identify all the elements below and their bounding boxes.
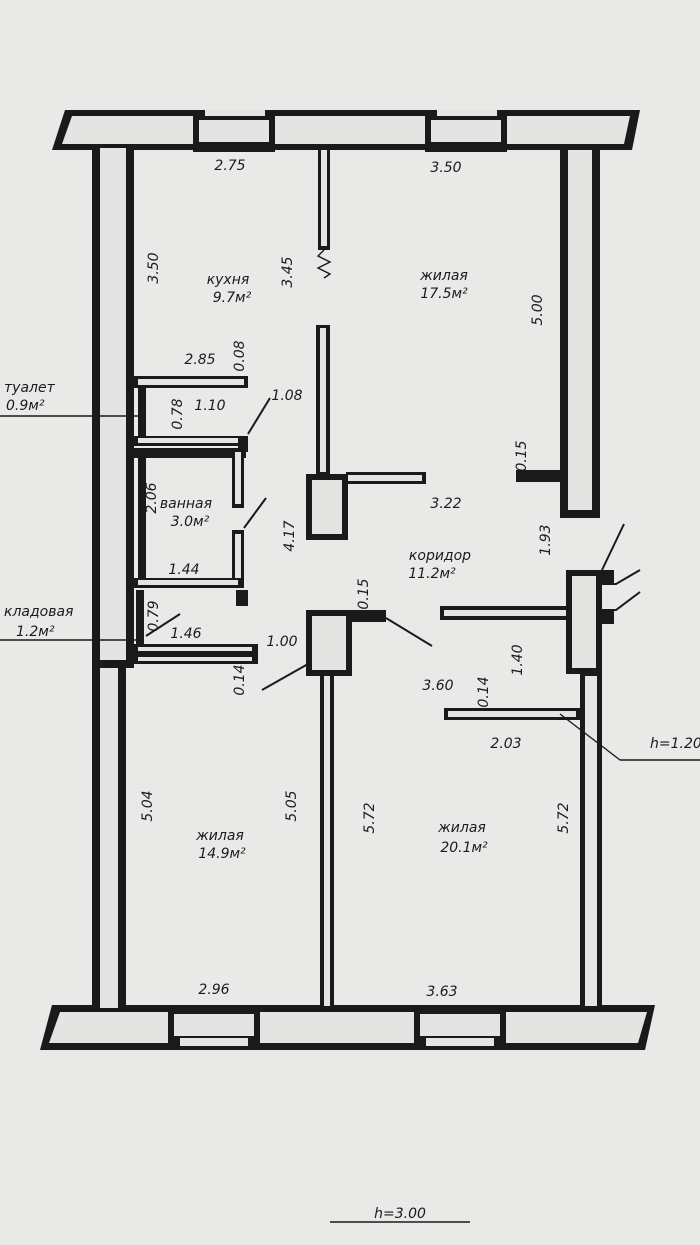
dim-toilet-height: 0.78 [170, 398, 186, 429]
dim-living-top-right: 5.00 [530, 294, 546, 325]
room-name-storage: кладовая [4, 604, 73, 620]
room-name-bathroom: ванная [160, 496, 212, 512]
dim-corridor-mid: 3.60 [422, 678, 453, 694]
dim-right-wall: 0.14 [476, 676, 492, 707]
dim-ceiling-partial: h=1.20 [650, 736, 700, 752]
room-area-bathroom: 3.0м² [171, 514, 210, 530]
dim-corridor-depth: 1.40 [510, 644, 526, 675]
room-name-living-left: жилая [195, 828, 244, 844]
dim-corridor-left: 4.17 [282, 520, 298, 551]
dimension-labels: 2.75 3.50 3.50 3.45 5.00 2.85 0.08 0.78 … [140, 158, 700, 1222]
room-labels: кухня 9.7м² жилая 17.5м² туалет 0.9м² ва… [4, 268, 488, 862]
dim-ceiling-height: h=3.00 [374, 1206, 426, 1222]
dim-kitchen-top: 2.75 [214, 158, 245, 174]
dim-kitchen-bottom: 2.85 [184, 352, 215, 368]
door-swings [0, 397, 700, 1223]
dim-kitchen-wall: 0.08 [232, 340, 248, 371]
dim-corridor-top: 3.22 [430, 496, 461, 512]
room-name-corridor: коридор [409, 548, 471, 564]
dim-storage-height: 0.79 [146, 600, 162, 631]
room-area-corridor: 11.2м² [408, 566, 456, 582]
room-name-toilet: туалет [4, 380, 56, 396]
dim-right-width: 2.03 [490, 736, 521, 752]
room-name-living-top: жилая [419, 268, 468, 284]
dim-door-mid: 0.15 [356, 578, 372, 609]
room-area-kitchen: 9.7м² [213, 290, 252, 306]
dim-kitchen-left: 3.50 [146, 252, 162, 283]
dim-storage-door: 1.00 [266, 634, 297, 650]
dim-right-room-right: 5.72 [556, 802, 572, 833]
dim-left-room-left: 5.04 [140, 790, 156, 821]
dim-toilet-door: 1.08 [271, 388, 302, 404]
room-name-living-right: жилая [437, 820, 486, 836]
dim-corridor-right: 1.93 [538, 524, 554, 555]
room-name-kitchen: кухня [207, 272, 250, 288]
dim-living-top-top: 3.50 [430, 160, 461, 176]
dim-bath-height: 2.06 [144, 482, 160, 513]
room-area-toilet: 0.9м² [6, 398, 45, 414]
dim-left-room-right: 5.05 [284, 790, 300, 821]
dim-left-room-bottom: 2.96 [198, 982, 229, 998]
dim-stub: 0.15 [514, 440, 530, 471]
dim-storage-width: 1.46 [170, 626, 201, 642]
dim-kitchen-right: 3.45 [280, 256, 296, 287]
dim-bath-width: 1.44 [168, 562, 199, 578]
room-area-living-top: 17.5м² [420, 286, 468, 302]
room-area-storage: 1.2м² [16, 624, 55, 640]
dim-right-room-bottom: 3.63 [426, 984, 457, 1000]
dim-storage-wall: 0.14 [232, 664, 248, 695]
dim-toilet-width: 1.10 [194, 398, 225, 414]
walls [40, 110, 655, 1050]
dim-right-room-left: 5.72 [362, 802, 378, 833]
room-area-living-left: 14.9м² [198, 846, 246, 862]
room-area-living-right: 20.1м² [440, 840, 488, 856]
